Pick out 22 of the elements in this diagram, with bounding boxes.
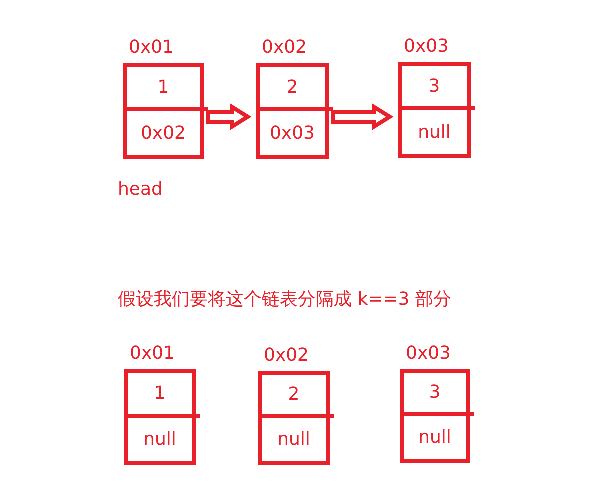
- value-cell: 2: [262, 375, 334, 418]
- pointer-cell: 0x02: [127, 111, 200, 155]
- pointer-cell: null: [128, 418, 192, 461]
- value-cell: 3: [404, 373, 474, 416]
- block-arrow: [331, 103, 394, 131]
- address-label: 0x03: [404, 36, 450, 57]
- address-label: 0x03: [406, 343, 452, 364]
- address-label: 0x02: [264, 345, 310, 366]
- address-label: 0x02: [262, 37, 308, 58]
- pointer-cell: null: [262, 418, 326, 461]
- address-label: 0x01: [129, 37, 174, 58]
- head-label: head: [118, 179, 163, 200]
- value-cell: 1: [128, 373, 200, 418]
- address-label: 0x01: [130, 343, 176, 364]
- pointer-cell: null: [402, 110, 467, 154]
- value-cell: 1: [127, 67, 208, 111]
- block-arrow: [206, 103, 252, 131]
- note-text: 假设我们要将这个链表分隔成 k==3 部分: [118, 288, 452, 311]
- pointer-cell: null: [404, 416, 466, 459]
- pointer-cell: 0x03: [260, 111, 325, 155]
- value-cell: 2: [260, 67, 333, 111]
- value-cell: 3: [402, 66, 475, 110]
